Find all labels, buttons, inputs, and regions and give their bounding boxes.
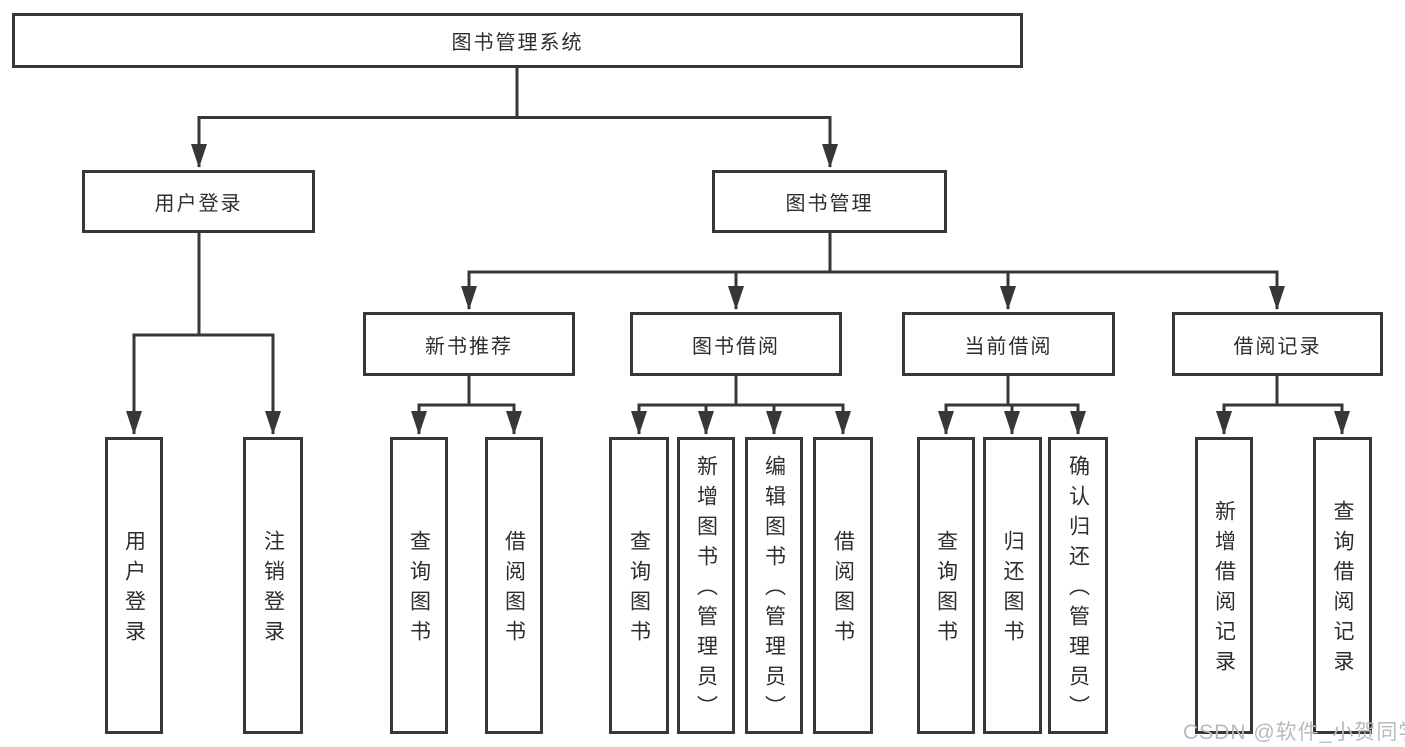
node-current-borrow: 当前借阅 bbox=[902, 312, 1115, 376]
node-book-management: 图书管理 bbox=[712, 170, 947, 233]
leaf-borrow-books-recommend-label: 借阅图书 bbox=[502, 530, 526, 650]
node-user-login: 用户登录 bbox=[82, 170, 315, 233]
node-borrow-records: 借阅记录 bbox=[1172, 312, 1383, 376]
leaf-edit-books-admin: 编辑图书（管理员） bbox=[745, 437, 803, 734]
leaf-add-borrow-record-label: 新增借阅记录 bbox=[1212, 500, 1236, 680]
leaf-query-borrow-record: 查询借阅记录 bbox=[1313, 437, 1372, 734]
leaf-borrow-books: 借阅图书 bbox=[813, 437, 873, 734]
leaf-query-books-recommend-label: 查询图书 bbox=[407, 530, 431, 650]
leaf-confirm-return-admin: 确认归还（管理员） bbox=[1048, 437, 1108, 734]
node-current-borrow-label: 当前借阅 bbox=[964, 335, 1053, 358]
leaf-borrow-books-label: 借阅图书 bbox=[831, 530, 855, 650]
leaf-query-books-borrow-label: 查询图书 bbox=[627, 530, 651, 650]
node-borrow-records-label: 借阅记录 bbox=[1233, 335, 1322, 358]
leaf-query-borrow-record-label: 查询借阅记录 bbox=[1331, 500, 1354, 680]
leaf-add-books-admin-label: 新增图书（管理员） bbox=[694, 455, 718, 725]
leaf-add-books-admin: 新增图书（管理员） bbox=[677, 437, 735, 734]
node-new-book-recommend-label: 新书推荐 bbox=[425, 335, 513, 358]
leaf-user-login-label: 用户登录 bbox=[122, 530, 146, 650]
leaf-add-borrow-record: 新增借阅记录 bbox=[1195, 437, 1253, 734]
leaf-return-books: 归还图书 bbox=[983, 437, 1042, 734]
node-book-borrow-label: 图书借阅 bbox=[692, 335, 780, 358]
watermark: CSDN @软件_小贺同学 bbox=[1183, 721, 1405, 744]
leaf-query-books-recommend: 查询图书 bbox=[390, 437, 448, 734]
leaf-logout-label: 注销登录 bbox=[261, 530, 285, 650]
leaf-user-login: 用户登录 bbox=[105, 437, 163, 734]
leaf-query-books-current-label: 查询图书 bbox=[934, 530, 958, 650]
node-root-label: 图书管理系统 bbox=[451, 32, 584, 54]
leaf-borrow-books-recommend: 借阅图书 bbox=[485, 437, 543, 734]
leaf-return-books-label: 归还图书 bbox=[1001, 530, 1024, 650]
node-root: 图书管理系统 bbox=[12, 13, 1023, 68]
leaf-edit-books-admin-label: 编辑图书（管理员） bbox=[762, 455, 786, 725]
leaf-confirm-return-admin-label: 确认归还（管理员） bbox=[1066, 455, 1090, 725]
node-user-login-label: 用户登录 bbox=[154, 193, 243, 215]
leaf-logout: 注销登录 bbox=[243, 437, 303, 734]
leaf-query-books-borrow: 查询图书 bbox=[609, 437, 669, 734]
node-book-management-label: 图书管理 bbox=[785, 193, 874, 215]
node-new-book-recommend: 新书推荐 bbox=[363, 312, 575, 376]
node-book-borrow: 图书借阅 bbox=[630, 312, 842, 376]
leaf-query-books-current: 查询图书 bbox=[917, 437, 975, 734]
